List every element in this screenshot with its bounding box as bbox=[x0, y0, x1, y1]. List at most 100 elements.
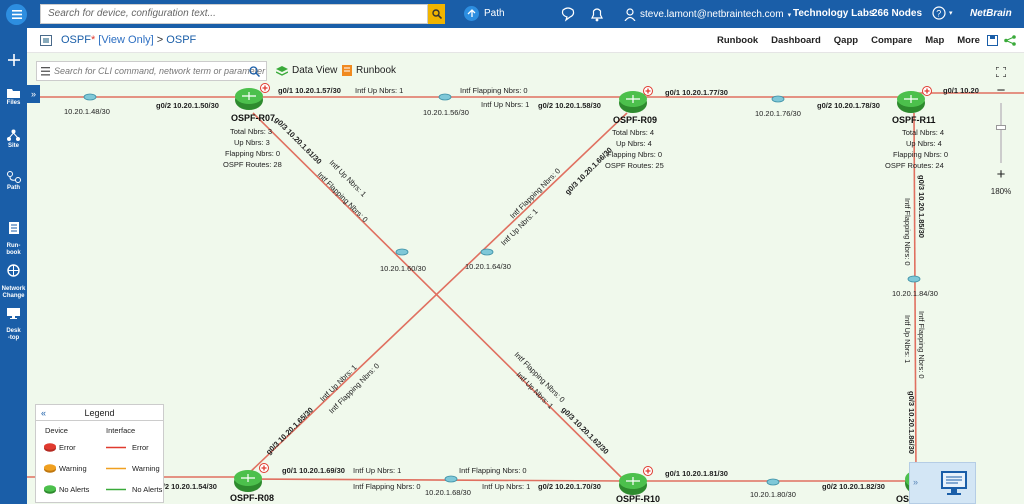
map-name[interactable]: OSPF bbox=[61, 34, 91, 46]
runbook-label: Runbook bbox=[356, 65, 397, 76]
router-name: OSPF-R07 bbox=[231, 113, 275, 123]
breadcrumb: OSPF* [View Only] > OSPF bbox=[61, 34, 196, 46]
network-change-icon bbox=[7, 264, 20, 277]
sidebar-item-network-change[interactable]: Network Change bbox=[0, 257, 27, 300]
hub-icon[interactable] bbox=[766, 478, 780, 486]
hub-icon[interactable] bbox=[83, 93, 97, 101]
compare-link[interactable]: Compare bbox=[871, 35, 913, 46]
plus-icon bbox=[7, 54, 20, 66]
view-mode: [View Only] bbox=[98, 34, 154, 46]
interface-label: g0/3 10.20.1.86/30 bbox=[907, 391, 916, 454]
sidebar-item-label: Desk -top bbox=[6, 328, 21, 341]
interface-label: g0/2 10.20.1.70/30 bbox=[538, 482, 601, 491]
path-label: Path bbox=[484, 8, 505, 19]
zoom-slider[interactable] bbox=[996, 103, 1006, 163]
router-r08[interactable] bbox=[234, 463, 269, 493]
hub-icon[interactable] bbox=[907, 275, 921, 283]
router-r11[interactable] bbox=[897, 86, 932, 114]
cli-search-input[interactable]: Search for CLI command, network term or … bbox=[36, 61, 267, 81]
router-r07[interactable] bbox=[235, 83, 270, 111]
link-stat-label: Intf Up Nbrs: 1 bbox=[353, 466, 401, 475]
zoom-slider-handle[interactable] bbox=[996, 125, 1006, 130]
link-r09-r08[interactable] bbox=[246, 112, 628, 476]
hub-icon[interactable] bbox=[444, 475, 458, 483]
link-r07-r10[interactable] bbox=[252, 112, 626, 482]
main-menu-button[interactable] bbox=[6, 4, 27, 25]
path-button[interactable]: Path bbox=[464, 6, 505, 21]
hamburger-icon bbox=[11, 10, 22, 19]
topology-map[interactable]: OSPF-R07 Total Nbrs: 3 Up Nbrs: 3 Flappi… bbox=[27, 53, 1024, 504]
subnet-label: 10.20.1.64/30 bbox=[465, 262, 511, 271]
search-icon[interactable] bbox=[249, 66, 260, 77]
router-name: OSPF-R11 bbox=[892, 115, 936, 125]
hub-icon[interactable] bbox=[771, 95, 785, 103]
router-stat: Flapping Nbrs: 0 bbox=[893, 150, 948, 159]
link-r11-r12[interactable] bbox=[913, 112, 917, 474]
save-icon[interactable] bbox=[987, 35, 998, 46]
router-stat: OSPF Routes: 28 bbox=[223, 160, 282, 169]
router-r10[interactable] bbox=[619, 466, 653, 496]
node-count: 266 Nodes bbox=[872, 8, 923, 19]
map-toolbar: Runbook Dashboard Qapp Compare Map More bbox=[717, 35, 980, 46]
data-view-button[interactable]: Data View bbox=[276, 65, 337, 76]
router-stat: Flapping Nbrs: 0 bbox=[225, 149, 280, 158]
bell-icon[interactable] bbox=[590, 6, 604, 22]
chat-icon[interactable] bbox=[560, 6, 576, 22]
search-button[interactable] bbox=[428, 4, 445, 24]
router-name: OSPF-R09 bbox=[613, 115, 657, 125]
interface-label: g0/2 10.20.1.54/30 bbox=[154, 482, 217, 491]
interface-label: g0/1 10.20 bbox=[943, 86, 979, 95]
sidebar-item-desktop[interactable]: Desk -top bbox=[0, 301, 27, 342]
help-menu[interactable]: ? ▾ bbox=[932, 6, 953, 20]
sidebar-item-files[interactable]: Files bbox=[0, 88, 27, 107]
map-link[interactable]: Map bbox=[925, 35, 945, 46]
user-menu[interactable]: steve.lamont@netbraintech.com ▾ bbox=[624, 8, 791, 21]
router-r09[interactable] bbox=[619, 86, 653, 114]
sidebar-item-site[interactable]: Site bbox=[0, 129, 27, 150]
legend-error-label: Error bbox=[59, 443, 76, 452]
assistant-panel[interactable]: » bbox=[909, 462, 976, 504]
hub-icon[interactable] bbox=[480, 248, 494, 256]
share-icon[interactable] bbox=[1004, 35, 1016, 46]
left-sidebar: Files Site Path Run- book Network Change… bbox=[0, 28, 27, 504]
hub-icon[interactable] bbox=[438, 93, 452, 101]
runbook-link[interactable]: Runbook bbox=[717, 35, 759, 46]
interface-label: g0/2 10.20.1.78/30 bbox=[817, 101, 880, 110]
legend-interface-header: Interface bbox=[106, 426, 136, 435]
site-icon bbox=[7, 129, 20, 141]
subnet-label: 10.20.1.76/30 bbox=[755, 109, 801, 118]
interface-warning-line bbox=[106, 467, 126, 470]
dashboard-link[interactable]: Dashboard bbox=[771, 35, 821, 46]
router-stat: OSPF Routes: 25 bbox=[605, 161, 664, 170]
fit-to-screen-icon[interactable] bbox=[995, 66, 1007, 78]
interface-ok-line bbox=[106, 488, 126, 491]
hub-icon[interactable] bbox=[395, 248, 409, 256]
chevron-down-icon: ▾ bbox=[787, 11, 792, 19]
collapse-legend-button[interactable]: « bbox=[41, 408, 47, 418]
zoom-in-button[interactable]: + bbox=[996, 166, 1006, 183]
double-chevron-right-icon[interactable]: » bbox=[913, 477, 919, 487]
subnet-label: 10.20.1.68/30 bbox=[425, 488, 471, 497]
expand-panel-button[interactable]: » bbox=[27, 85, 40, 103]
interface-label: g0/3 10.20.1.85/30 bbox=[917, 175, 926, 238]
interface-label: g0/1 10.20.1.69/30 bbox=[282, 466, 345, 475]
link-stat-label: Intf Flapping Nbrs: 0 bbox=[903, 198, 912, 266]
breadcrumb-current[interactable]: OSPF bbox=[166, 34, 197, 46]
qapp-link[interactable]: Qapp bbox=[833, 35, 859, 46]
router-warning-icon bbox=[44, 464, 56, 473]
interface-error-line bbox=[106, 446, 126, 449]
more-link[interactable]: More bbox=[957, 35, 980, 46]
sidebar-item-path[interactable]: Path bbox=[0, 171, 27, 192]
domain-selector[interactable]: Technology Labs bbox=[793, 8, 875, 19]
router-name: OS bbox=[896, 494, 909, 504]
device-search-input[interactable]: Search for device, configuration text... bbox=[40, 4, 428, 24]
legend-title: Legend bbox=[84, 408, 115, 418]
map-canvas[interactable]: OSPF-R07 Total Nbrs: 3 Up Nbrs: 3 Flappi… bbox=[27, 53, 1024, 504]
zoom-out-button[interactable]: − bbox=[996, 82, 1006, 99]
link-r08-r10[interactable] bbox=[248, 478, 624, 482]
sidebar-item-runbook[interactable]: Run- book bbox=[0, 215, 27, 257]
add-button[interactable] bbox=[0, 54, 27, 68]
path-icon bbox=[464, 6, 479, 21]
runbook-button[interactable]: Runbook bbox=[342, 65, 396, 76]
interface-label: g0/1 10.20.1.77/30 bbox=[665, 88, 728, 97]
